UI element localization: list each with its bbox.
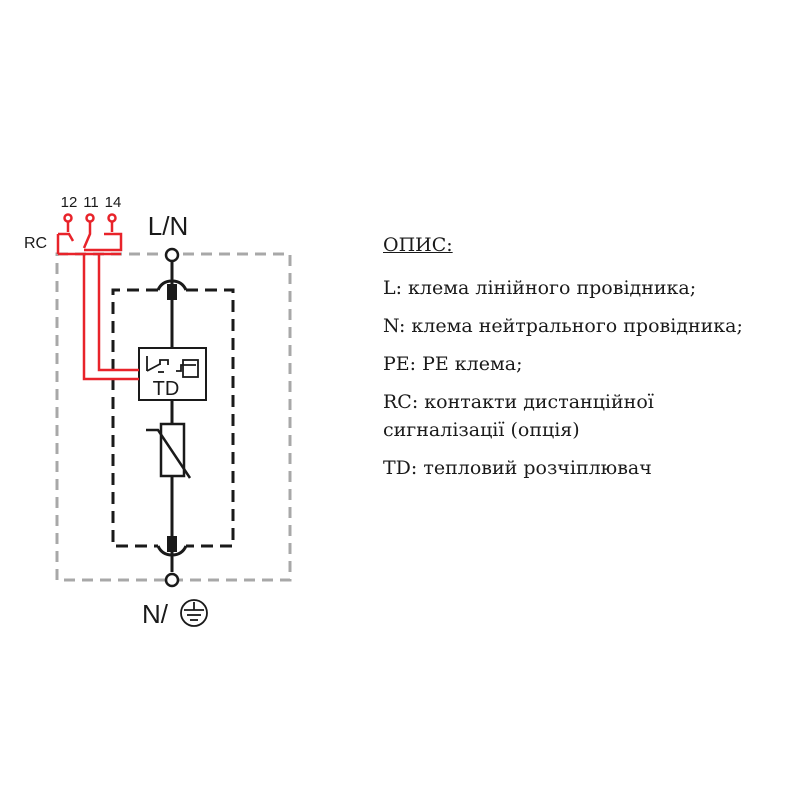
ground-icon <box>180 599 208 627</box>
top-terminal <box>164 247 180 263</box>
top-terminal-label: L/N <box>148 211 188 241</box>
bottom-terminal-label: N/ <box>142 599 169 629</box>
varistor-slash <box>146 428 192 479</box>
bottom-terminal <box>164 572 180 588</box>
lower-contact-block <box>167 536 177 552</box>
rc-contacts <box>56 213 139 381</box>
inner-module <box>111 279 235 557</box>
legend: ОПИС: L: клема лінійного провідника; N: … <box>383 232 793 492</box>
td-switch-symbol <box>146 356 199 378</box>
legend-item-pe: PE: PE клема; <box>383 353 523 375</box>
legend-item-n: N: клема нейтрального провідника; <box>383 315 743 337</box>
rc-label: RC <box>24 235 47 252</box>
td-block <box>138 347 207 401</box>
rc-contact-label-14: 14 <box>105 194 122 211</box>
legend-title: ОПИС: <box>383 234 453 256</box>
legend-item-td: TD: тепловий розчіплювач <box>383 457 652 479</box>
td-label: TD <box>153 378 180 400</box>
rc-contact-label-11: 11 <box>83 194 99 211</box>
legend-item-rc: RC: контакти дистанційної сигналізації (… <box>383 391 654 441</box>
rc-contact-label-12: 12 <box>61 194 78 211</box>
upper-contact-block <box>167 284 177 300</box>
legend-item-l: L: клема лінійного провідника; <box>383 277 697 299</box>
